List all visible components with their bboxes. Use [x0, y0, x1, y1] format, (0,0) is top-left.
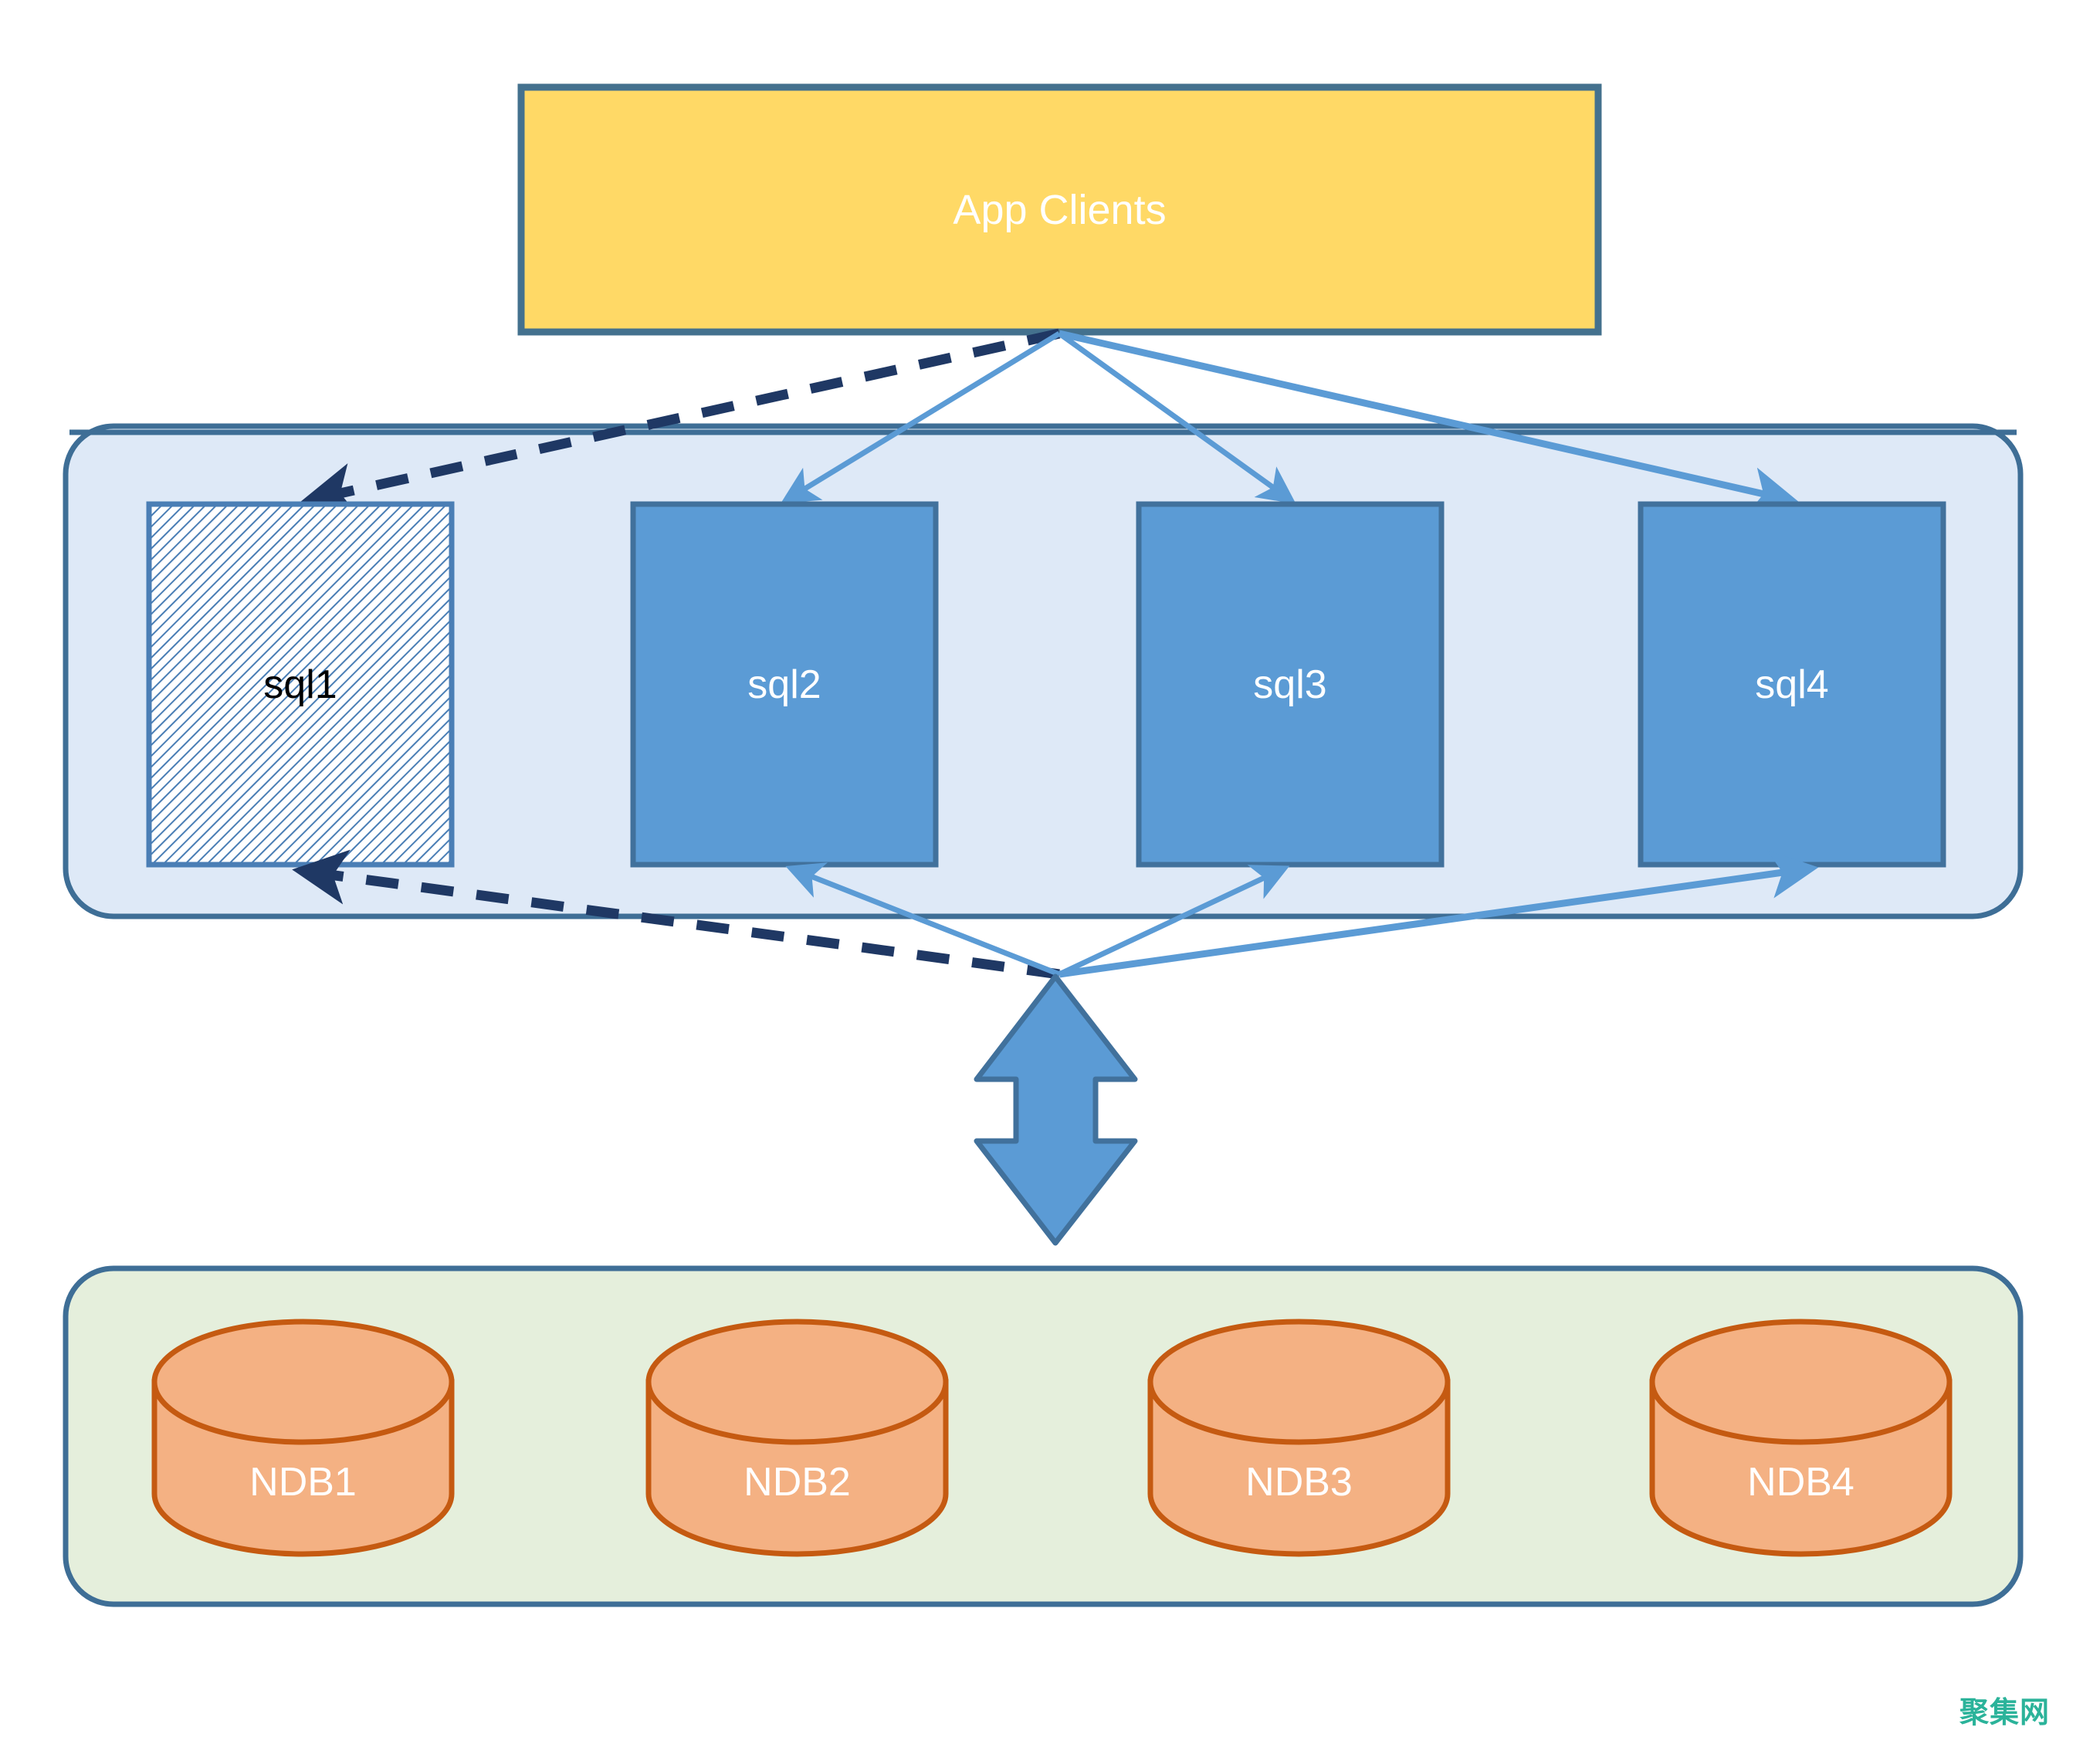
app-clients-box[interactable] — [517, 83, 1602, 336]
ndb-nodes-container — [63, 1265, 2024, 1607]
ndb-node-ndb3[interactable] — [1147, 1319, 1451, 1557]
connector-data-to-sql2 — [785, 862, 1061, 977]
connector-client-to-sql3 — [1057, 331, 1296, 504]
sql-node-sql2[interactable] — [630, 501, 939, 868]
sql-node-sql1[interactable] — [146, 501, 455, 868]
sql-to-ndb-sync-arrow — [974, 973, 1138, 1246]
sql-node-sql3[interactable] — [1136, 501, 1445, 868]
ndb-node-ndb1[interactable] — [151, 1319, 455, 1557]
connector-client-to-sql1 — [300, 328, 1061, 517]
connector-data-to-sql1 — [292, 849, 1060, 980]
connector-client-to-sql2 — [781, 331, 1061, 504]
client-to-sql-connectors — [300, 328, 1800, 517]
data-to-sql-connectors — [292, 849, 1819, 980]
sql-node-sql4[interactable] — [1638, 501, 1946, 868]
connector-data-to-sql3 — [1058, 865, 1290, 977]
connector-client-to-sql4 — [1058, 330, 1800, 516]
ndb-node-ndb2[interactable] — [645, 1319, 949, 1557]
ndb-node-ndb4[interactable] — [1649, 1319, 1953, 1557]
ndb2-cylinder-top — [645, 1319, 949, 1445]
sql-nodes-container — [63, 423, 2024, 919]
connector-data-to-sql4 — [1058, 850, 1819, 978]
ndb3-cylinder-top — [1147, 1319, 1451, 1445]
ndb1-cylinder-top — [151, 1319, 455, 1445]
ndb4-cylinder-top — [1649, 1319, 1953, 1445]
site-watermark: 聚集网 — [1959, 1697, 2051, 1729]
